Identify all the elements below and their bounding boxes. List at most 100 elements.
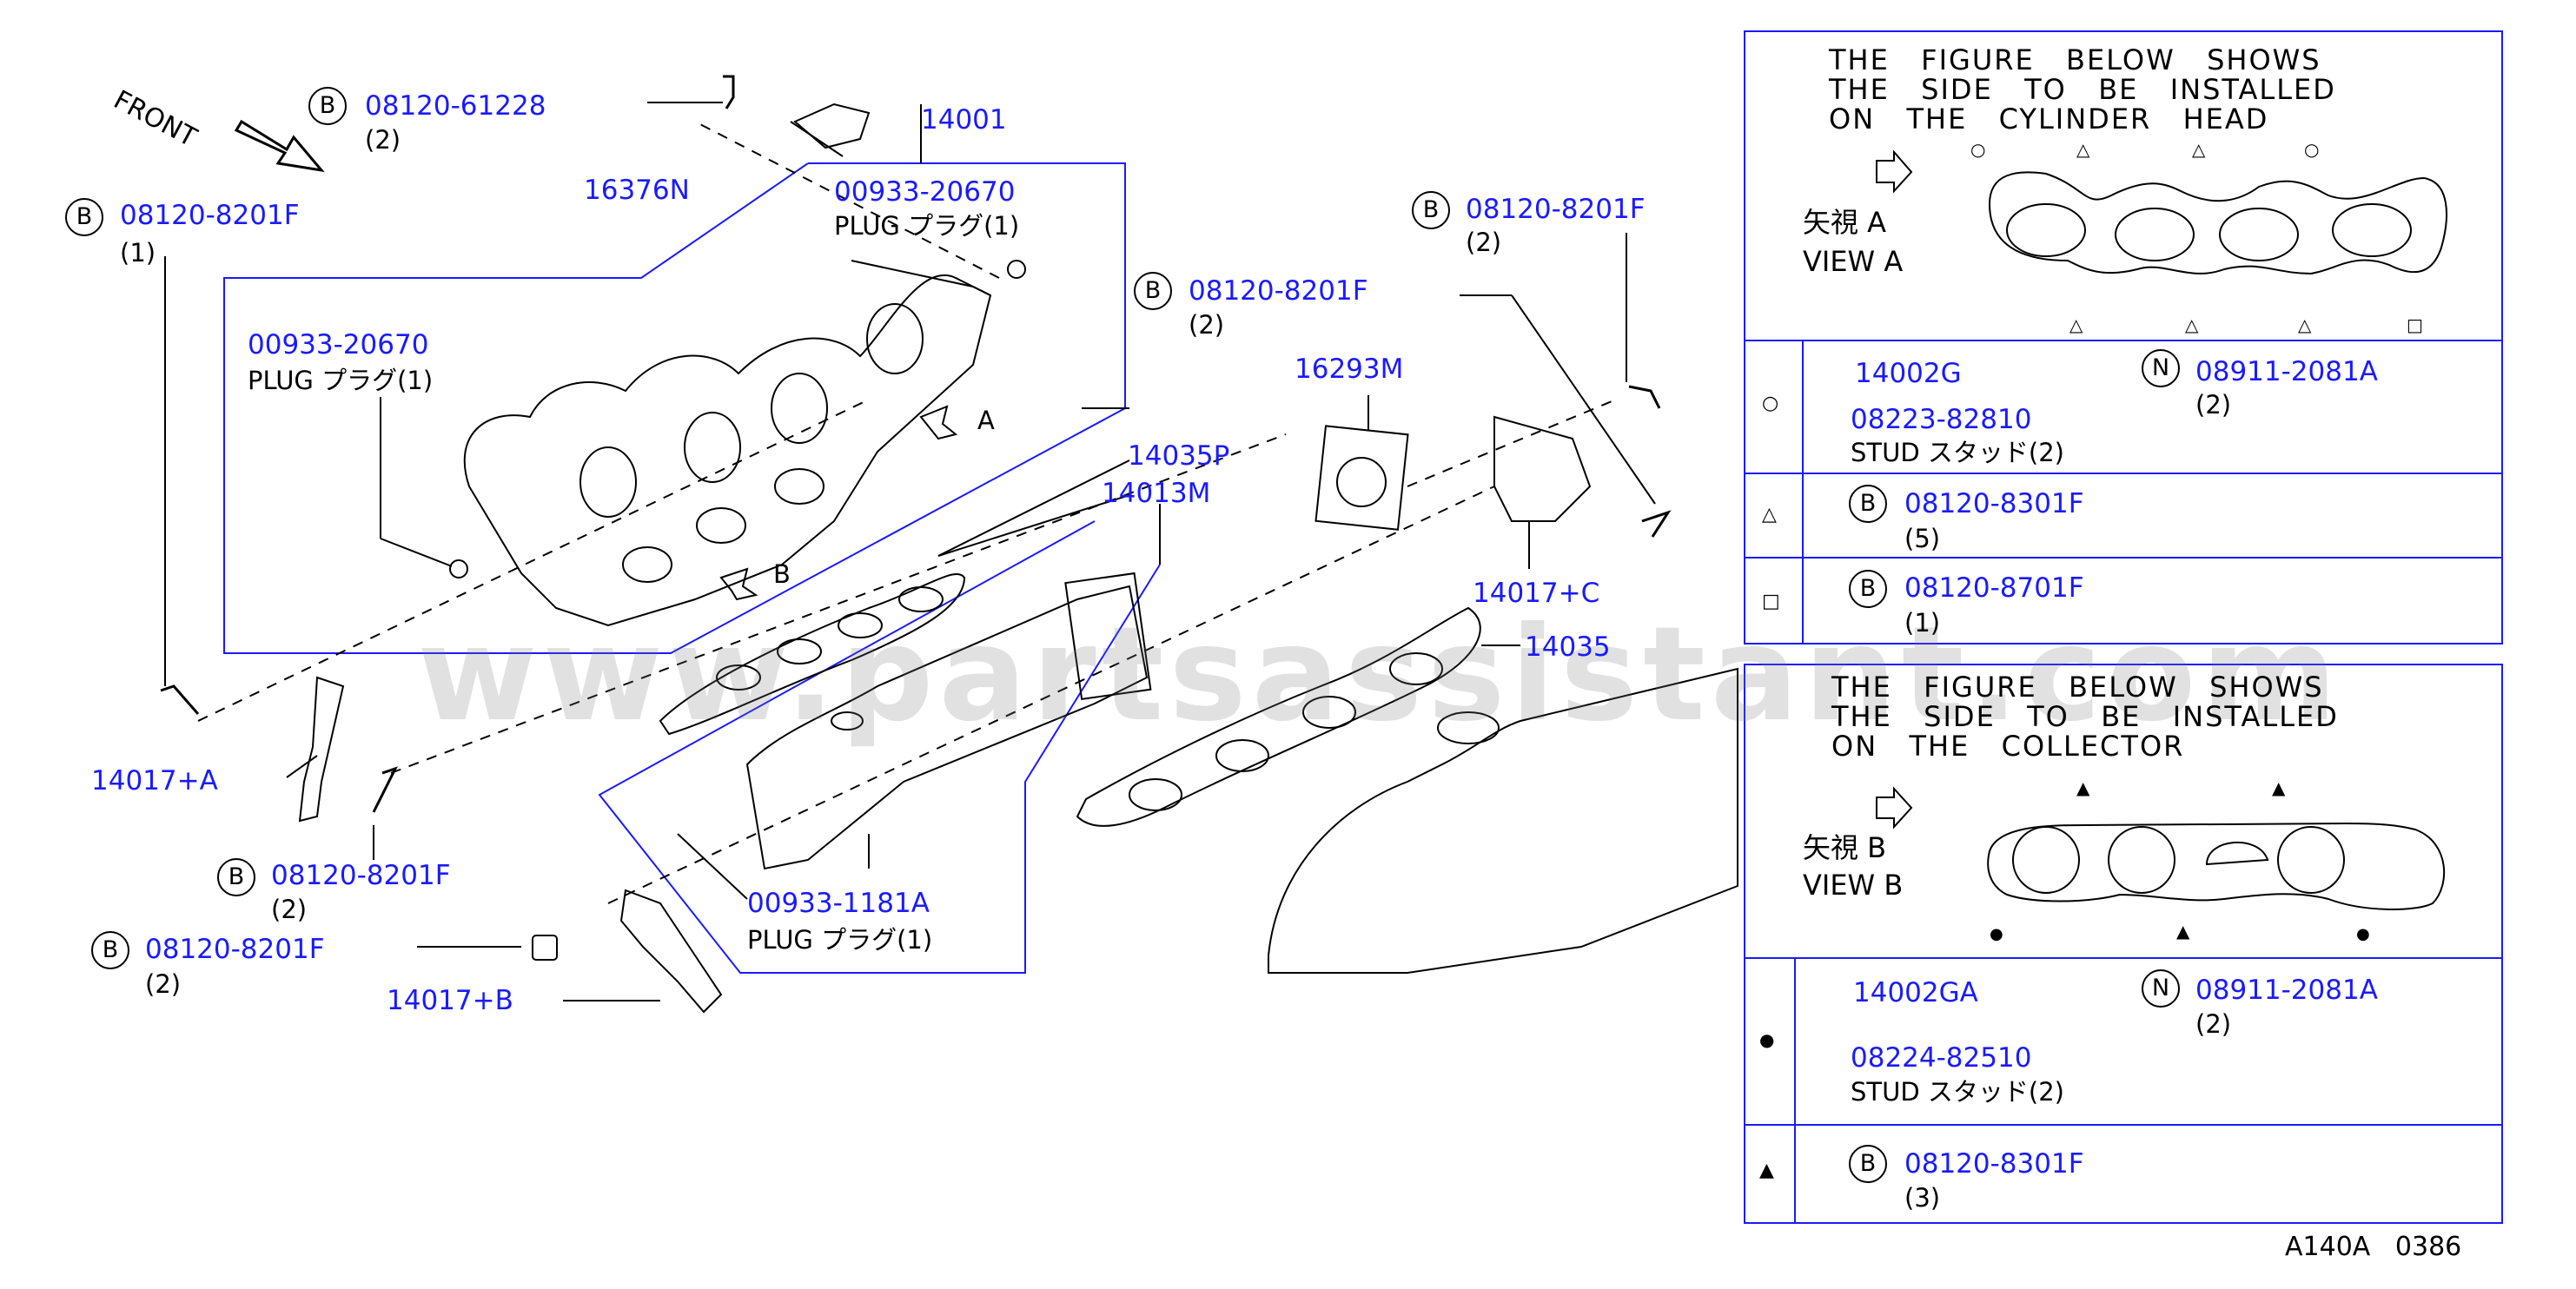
table-a-row1-stud-part[interactable]: 08223-82810	[1851, 404, 2032, 435]
table-a-row3-bolt-qty: (1)	[1904, 608, 1941, 638]
callout-b3-qty: (2)	[1189, 310, 1225, 340]
view-b-jp: 矢視 B	[1803, 831, 1887, 864]
table-b-row1-part[interactable]: 14002GA	[1853, 977, 1978, 1008]
callout-b6-qty: (2)	[145, 969, 182, 999]
view-b-filled-triangle-1: ▲	[2076, 777, 2090, 798]
callout-plug1-part[interactable]: 00933-20670	[834, 176, 1016, 208]
bracket-14017b	[619, 889, 723, 1014]
watermark: www.partsassistant.com	[417, 599, 2342, 750]
callout-plug2-label: PLUG プラグ(1)	[248, 366, 434, 395]
callout-16293m[interactable]: 16293M	[1295, 354, 1404, 385]
table-a-row3-bolt-part[interactable]: 08120-8701F	[1904, 572, 2084, 604]
gasket-16293m	[1314, 425, 1409, 531]
badge-b-7: B	[1849, 485, 1887, 523]
view-a-triangle-marker: △	[2076, 139, 2090, 160]
badge-n-2: N	[2142, 969, 2180, 1008]
view-a-triangle-marker-4: △	[2185, 314, 2199, 335]
group-outline-14013m	[598, 520, 1161, 974]
callout-b1-qty: (2)	[365, 125, 401, 155]
collector-drawing	[745, 572, 1152, 870]
badge-b-8: B	[1849, 570, 1887, 608]
view-a-circle-marker: ○	[1970, 139, 1986, 160]
table-b-row1-symbol: ●	[1759, 1029, 1775, 1050]
view-b-dot-2: ●	[2356, 925, 2370, 943]
badge-b-1: B	[308, 87, 347, 125]
table-b-row1-stud-label: STUD スタッド(2)	[1851, 1077, 2064, 1107]
table-a-row1-part[interactable]: 14002G	[1855, 358, 1962, 389]
callout-14013m[interactable]: 14013M	[1102, 478, 1211, 509]
arrow-b-icon	[719, 567, 758, 601]
callout-b5-part[interactable]: 08120-8201F	[271, 860, 451, 891]
callout-14001[interactable]: 14001	[921, 104, 1007, 136]
callout-plug1-label: PLUG プラグ(1)	[834, 211, 1020, 241]
view-b-filled-triangle-2: ▲	[2272, 777, 2286, 798]
gasket-14035p	[659, 572, 966, 736]
table-b-row2-bolt-part[interactable]: 08120-8301F	[1904, 1148, 2084, 1180]
table-b-row1-stud-part[interactable]: 08224-82510	[1851, 1042, 2032, 1074]
callout-14017c[interactable]: 14017+C	[1473, 578, 1600, 609]
callout-b4-part[interactable]: 08120-8201F	[1466, 194, 1646, 225]
table-b-row1-n-qty: (2)	[2195, 1009, 2232, 1039]
heat-insulator-drawing	[793, 102, 871, 149]
badge-b-4: B	[1412, 191, 1450, 229]
callout-b3-part[interactable]: 08120-8201F	[1189, 275, 1368, 307]
callout-plug2-part[interactable]: 00933-20670	[248, 329, 429, 360]
badge-b-9: B	[1849, 1145, 1887, 1183]
callout-plug3-label: PLUG プラグ(1)	[747, 925, 933, 955]
gasket-view-b-drawing	[1876, 786, 2446, 910]
table-b-row1-n-part[interactable]: 08911-2081A	[2195, 975, 2378, 1006]
view-a-triangle-marker-3: △	[2069, 314, 2083, 335]
view-a-heading: THE FIGURE BELOW SHOWS THE SIDE TO BE IN…	[1829, 43, 2336, 136]
callout-14017b[interactable]: 14017+B	[387, 985, 513, 1016]
callout-14035[interactable]: 14035	[1525, 631, 1611, 663]
callout-16376n[interactable]: 16376N	[584, 175, 690, 206]
badge-b-6: B	[91, 931, 129, 969]
callout-b5-qty: (2)	[271, 895, 308, 924]
page-code: A140A 0386	[2285, 1232, 2462, 1262]
view-a-square-marker: □	[2407, 314, 2423, 335]
callout-b4-qty: (2)	[1466, 228, 1502, 257]
view-b-panel	[1744, 664, 2503, 1224]
table-a-row1-n-part[interactable]: 08911-2081A	[2195, 356, 2378, 387]
gasket-14035	[1076, 606, 1481, 827]
callout-b1-part[interactable]: 08120-61228	[365, 90, 546, 122]
table-b-row2-symbol: ▲	[1759, 1160, 1774, 1181]
table-b-row2-bolt-qty: (3)	[1904, 1183, 1941, 1213]
callout-14017a[interactable]: 14017+A	[91, 765, 218, 797]
badge-n-1: N	[2142, 349, 2180, 387]
badge-b-2: B	[65, 198, 103, 236]
callout-b6-part[interactable]: 08120-8201F	[145, 934, 325, 965]
gasket-view-a-drawing	[1876, 149, 2447, 275]
callout-plug3-part[interactable]: 00933-1181A	[747, 888, 930, 919]
view-a-jp: 矢視 A	[1803, 206, 1887, 239]
callout-b2-qty: (1)	[120, 238, 156, 268]
engine-block-drawing	[1268, 667, 1738, 974]
exhaust-manifold-drawing	[463, 260, 992, 627]
view-a-triangle-marker-5: △	[2298, 314, 2312, 335]
group-outline-14001	[223, 162, 1126, 654]
view-a-panel	[1744, 30, 2503, 644]
view-a-triangle-marker-2: △	[2192, 139, 2206, 160]
callout-14035p[interactable]: 14035P	[1128, 440, 1230, 472]
view-b-heading: THE FIGURE BELOW SHOWS THE SIDE TO BE IN…	[1831, 671, 2339, 763]
table-a-row1-n-qty: (2)	[2195, 390, 2232, 420]
table-a-row2-bolt-qty: (5)	[1904, 524, 1941, 553]
view-a-en: VIEW A	[1803, 245, 1904, 278]
table-a-row1-stud-label: STUD スタッド(2)	[1851, 438, 2064, 467]
view-b-filled-triangle-3: ▲	[2176, 921, 2190, 942]
arrow-a-label: A	[977, 406, 995, 435]
view-b-en: VIEW B	[1803, 869, 1904, 902]
table-a-row3-symbol: □	[1762, 591, 1780, 612]
table-a-row2-symbol: △	[1762, 504, 1777, 526]
callout-b2-part[interactable]: 08120-8201F	[120, 200, 300, 231]
view-a-circle-marker-2: ○	[2304, 139, 2320, 160]
bracket-14017a	[298, 676, 345, 823]
view-b-dot-1: ●	[1990, 925, 2003, 943]
front-arrow-icon	[234, 119, 325, 173]
arrow-b-label: B	[773, 559, 791, 589]
table-a-row2-bolt-part[interactable]: 08120-8301F	[1904, 488, 2084, 519]
arrow-a-icon	[919, 405, 958, 440]
bracket-14017c	[1493, 415, 1592, 522]
